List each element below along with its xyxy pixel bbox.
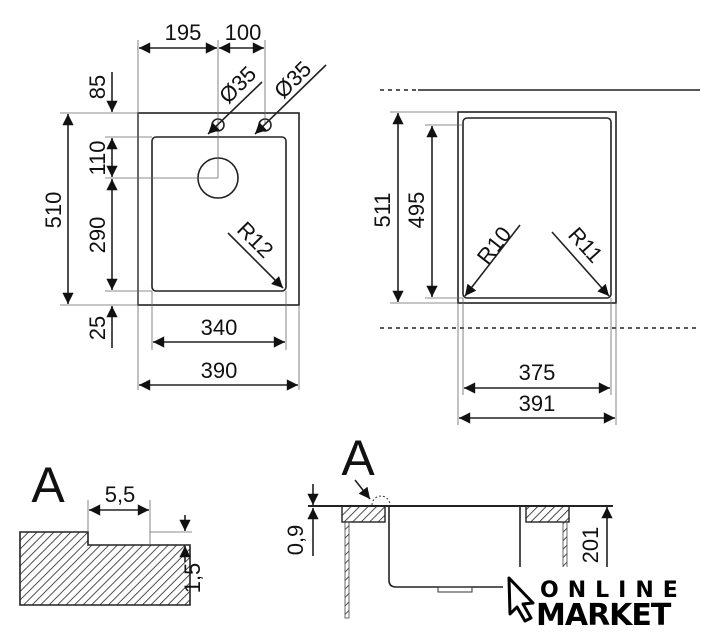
dim-110: 110 (85, 140, 110, 175)
hole-diameter-1: Ø35 (214, 61, 261, 108)
cursor-icon (507, 576, 535, 623)
basin-section (388, 506, 521, 588)
dim-100: 100 (225, 20, 262, 45)
dim-340: 340 (201, 315, 238, 340)
dim-5-5: 5,5 (105, 482, 136, 507)
side-view: 511 495 R10 R11 375 391 (370, 89, 700, 425)
dim-390: 390 (201, 358, 238, 383)
dim-290: 290 (85, 217, 110, 254)
sink-outer-outline (137, 112, 300, 306)
detail-a: A 5,5 1,5 (19, 457, 205, 606)
top-view: 195 100 85 110 290 25 510 340 390 Ø35 Ø3… (41, 20, 327, 391)
detail-label: A (31, 457, 65, 513)
radius-r11: R11 (563, 222, 607, 268)
bowl-outline (151, 136, 287, 292)
dim-195: 195 (165, 20, 202, 45)
dim-510: 510 (41, 192, 66, 229)
dim-511: 511 (370, 192, 395, 227)
radius-r10: R10 (472, 222, 517, 269)
section-label: A (341, 430, 375, 486)
dim-375: 375 (519, 360, 556, 385)
dim-1-5: 1,5 (180, 563, 205, 594)
bowl-inner (462, 117, 612, 299)
dim-25: 25 (85, 316, 110, 340)
dim-85: 85 (85, 75, 110, 99)
dim-391: 391 (519, 391, 556, 416)
dim-0-9: 0,9 (283, 525, 308, 556)
hatched-section (19, 531, 191, 606)
dim-201: 201 (578, 527, 603, 564)
online-market-logo: ONLINE MARKET (503, 567, 718, 640)
logo-online: ONLINE (540, 578, 687, 603)
radius-r12: R12 (232, 217, 278, 263)
dim-495: 495 (404, 192, 429, 229)
hole-diameter-2: Ø35 (269, 56, 316, 103)
bowl-outer (457, 111, 617, 304)
logo-market: MARKET (536, 598, 672, 633)
